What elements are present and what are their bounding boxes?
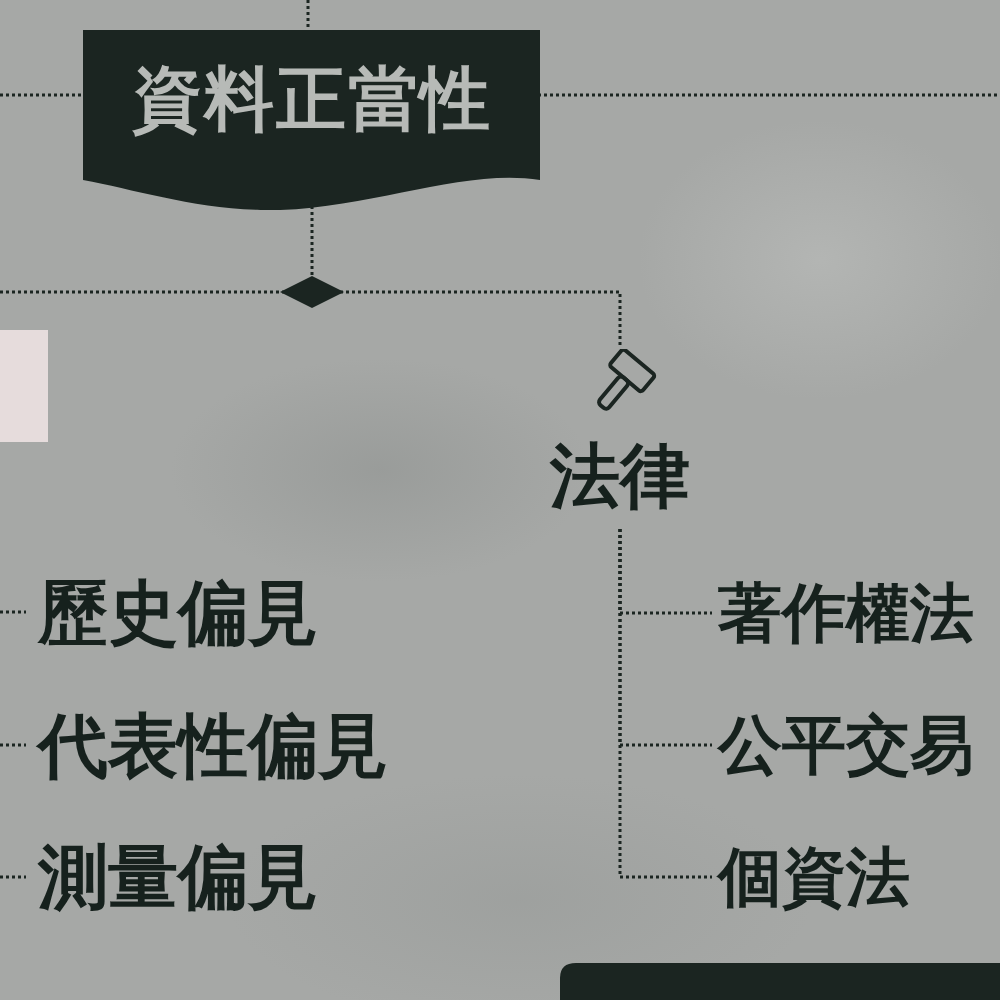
node-label: 代表性偏見 [38,711,388,781]
dotted-tick [0,876,26,879]
list-item: 測量偏見 [38,842,318,912]
dotted-connector [312,206,620,345]
dotted-connector [620,529,712,877]
junction-diamond [280,276,344,308]
gavel-icon [583,349,657,421]
dotted-line [0,291,300,294]
list-item: 公平交易 [712,713,974,777]
node-label: 法律 [525,441,715,511]
node-label: 公平交易 [718,713,974,777]
node-label: 著作權法 [718,581,974,645]
title-text: 資料正當性 [83,64,540,134]
list-item: 著作權法 [712,581,974,645]
dotted-tick [0,611,26,614]
gavel-head [609,349,655,392]
dotted-tick [0,744,26,747]
dotted-lines [0,0,1000,877]
list-item: 代表性偏見 [38,711,388,781]
list-item: 個資法 [712,845,910,909]
dotted-line [307,0,310,30]
gavel-outline [586,349,655,420]
bottom-band [560,963,1000,1000]
title-banner: 資料正當性 [83,30,540,210]
node-label: 個資法 [718,845,910,909]
list-item: 歷史偏見 [38,578,318,648]
node-label: 歷史偏見 [38,578,318,648]
dotted-line [520,94,1000,97]
banner-fill [83,30,540,210]
photo-highlight [0,330,48,442]
gavel-handle [597,375,629,410]
dotted-connector [620,529,712,613]
category-node: 法律 [525,345,715,511]
dotted-connector [620,529,712,745]
node-label: 測量偏見 [38,842,318,912]
